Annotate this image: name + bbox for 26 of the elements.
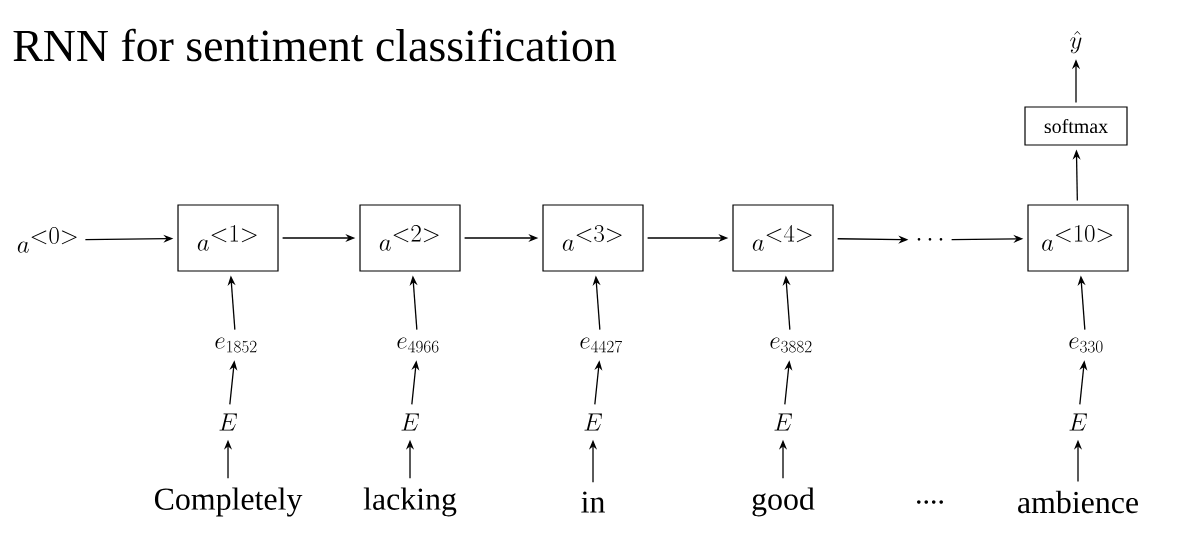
- hidden-state-box: $a^{<2>}$: [359, 204, 461, 272]
- word-label: good: [752, 487, 815, 517]
- hidden-state-box: $a^{<4>}$: [732, 204, 834, 272]
- word-label: lacking: [363, 487, 457, 517]
- matrix-label: $E$: [1069, 413, 1087, 431]
- matrix-label: $E$: [584, 413, 602, 431]
- softmax-box: softmax: [1024, 106, 1128, 146]
- word-label: ambience: [1018, 490, 1138, 514]
- matrix-label: $E$: [774, 413, 792, 431]
- word-label: Completely: [154, 487, 303, 517]
- output-label: $\hat{y}$: [1070, 31, 1082, 54]
- embedding-label: $e_{4427}$: [580, 337, 622, 353]
- hidden-state-box: $a^{<10>}$: [1027, 204, 1129, 272]
- title: RNN for sentiment classification: [13, 28, 617, 62]
- hidden-state-box: $a^{<3>}$: [542, 204, 644, 272]
- word-label: in: [581, 491, 605, 513]
- state-label: $a^{<0>}$: [17, 227, 77, 253]
- matrix-label: $E$: [219, 413, 237, 431]
- embedding-label: $e_{330}$: [1069, 337, 1103, 353]
- ellipsis-label: ....: [917, 500, 943, 504]
- embedding-label: $e_{1852}$: [215, 337, 257, 353]
- ellipsis: $\cdots$: [917, 238, 943, 241]
- matrix-label: $E$: [401, 413, 419, 431]
- embedding-label: $e_{4966}$: [397, 337, 439, 353]
- embedding-label: $e_{3882}$: [770, 337, 812, 353]
- hidden-state-box: $a^{<1>}$: [177, 204, 279, 272]
